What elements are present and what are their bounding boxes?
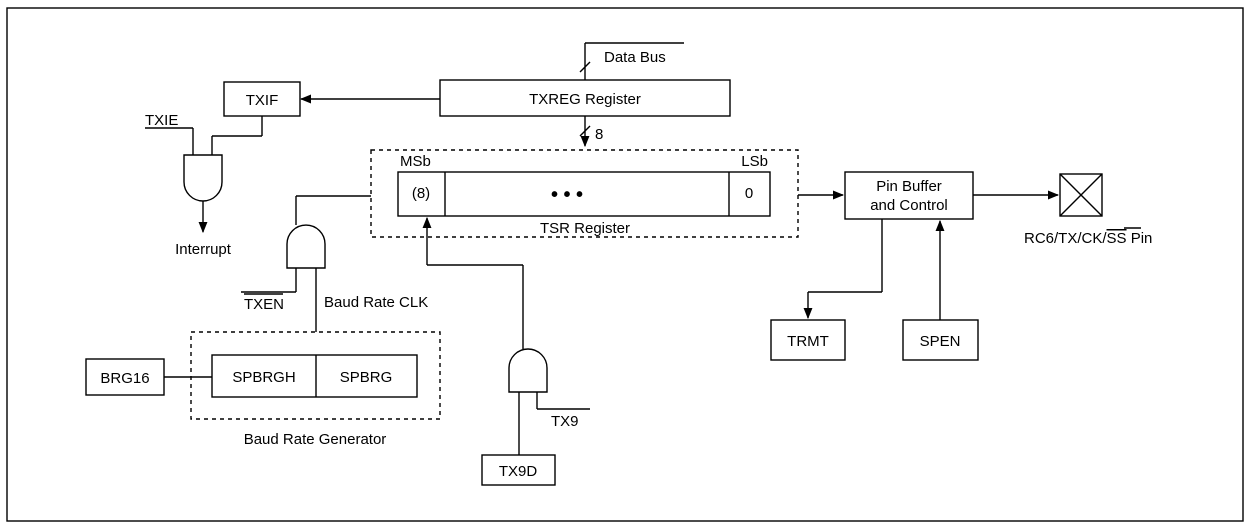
txif-flag: TXIF <box>223 81 301 117</box>
brg16-flag: BRG16 <box>85 358 212 396</box>
interrupt-and-gate: TXIE Interrupt <box>145 112 263 258</box>
pin-buffer-label-line1: Pin Buffer <box>876 178 942 195</box>
tx9d-label: TX9D <box>499 463 538 480</box>
data-bus-label: Data Bus <box>604 49 666 66</box>
tsr-bit0-label: 0 <box>745 185 753 202</box>
trmt-flag: TRMT <box>770 319 846 361</box>
txen-label: TXEN <box>244 296 284 313</box>
pin-buffer-label-line2: and Control <box>870 197 948 214</box>
figure-frame <box>6 7 1244 522</box>
tsr-label: TSR Register <box>540 220 630 237</box>
spen-flag: SPEN <box>902 319 979 361</box>
brg-label: Baud Rate Generator <box>244 431 387 448</box>
txie-label: TXIE <box>145 112 178 129</box>
ss-overline-label: SS <box>1107 230 1127 247</box>
brg16-label: BRG16 <box>100 370 149 387</box>
trmt-path <box>803 219 883 320</box>
tx9-and-gate: TX9 <box>422 216 590 455</box>
baud-clock-and-gate: TXEN Baud Rate CLK <box>241 195 428 332</box>
baud-clk-label: Baud Rate CLK <box>324 294 428 311</box>
bus-width-label: 8 <box>595 126 603 143</box>
interrupt-label: Interrupt <box>175 241 232 258</box>
tx9d-flag: TX9D <box>481 454 556 486</box>
pin-symbol <box>1059 173 1103 217</box>
tsr-bit8-label: (8) <box>412 185 430 202</box>
spbrg-registers: SPBRGH SPBRG <box>211 354 418 398</box>
txreg-label: TXREG Register <box>529 91 641 108</box>
pin-name-label: RC6/TX/CK/SS Pin <box>1024 230 1152 247</box>
tsr-dots: • • • <box>551 184 583 206</box>
txif-label: TXIF <box>246 92 279 109</box>
txreg-register: TXREG Register <box>439 79 731 117</box>
trmt-label: TRMT <box>787 333 829 350</box>
spbrg-label: SPBRG <box>340 369 393 386</box>
msb-label: MSb <box>400 153 431 170</box>
tsr-register: (8) • • • 0 TSR Register <box>397 171 771 237</box>
txreg-to-tsr-bus: 8 <box>579 116 603 148</box>
tx9-label: TX9 <box>551 413 579 430</box>
lsb-label: LSb <box>741 153 768 170</box>
data-bus: Data Bus <box>579 42 684 80</box>
pin-buffer-control: Pin Buffer and Control <box>844 171 974 220</box>
spbrgh-label: SPBRGH <box>232 369 295 386</box>
spen-label: SPEN <box>920 333 961 350</box>
tsr-boundary <box>370 149 799 238</box>
